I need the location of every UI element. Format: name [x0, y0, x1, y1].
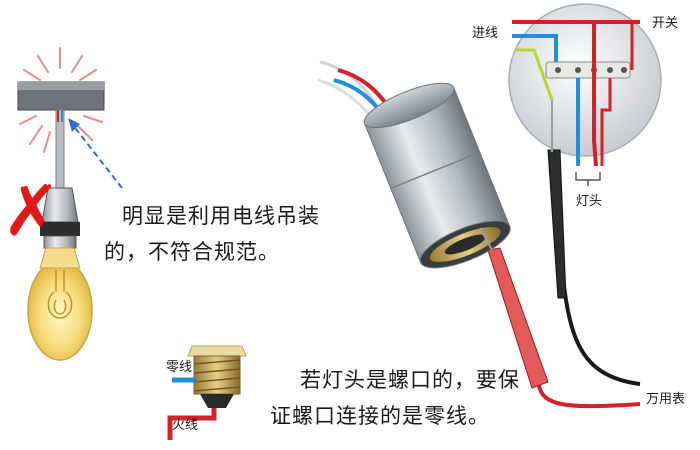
bulb-contact-cap: [200, 394, 234, 408]
caption-hanging-line1: 明显是利用电线吊装: [122, 204, 320, 228]
lamp-live-wire-2: [600, 78, 612, 166]
multimeter-probes: [479, 100, 641, 409]
label-neutral-line: 零线: [166, 360, 193, 375]
wrong-mark: ✗: [2, 170, 61, 252]
label-multimeter: 万用表: [646, 392, 686, 407]
red-probe-tip: [479, 227, 493, 251]
lamp-head-brace: [575, 172, 601, 186]
live-line-connector: [167, 408, 217, 440]
bulb-glass-top: [187, 345, 247, 357]
screw-threads: [193, 359, 241, 392]
bulb-filament: [47, 270, 73, 319]
ceiling-rose-highlight: [18, 82, 104, 90]
socket-inner: [444, 234, 486, 255]
screw-base-bulb: [167, 345, 247, 440]
label-switch: 开关: [652, 16, 679, 31]
black-probe-body: [547, 149, 567, 299]
label-incoming-line: 进线: [472, 26, 499, 41]
label-lamp-head: 灯头: [576, 194, 603, 209]
socket-wire-white-2: [317, 78, 374, 119]
screw-socket-illustration: [317, 60, 511, 269]
red-probe-body: [487, 247, 549, 389]
label-live-line: 火线: [172, 418, 199, 433]
caption-screw-line1: 若灯头是螺口的，要保: [300, 368, 520, 392]
caption-screw-line2: 证螺口连接的是零线。: [270, 404, 490, 428]
caption-hanging-line2: 的，不符合规范。: [104, 240, 280, 264]
lamp-live-wire: [592, 22, 598, 167]
switch-wiring-illustration: [508, 3, 662, 186]
holder-ring: [40, 222, 80, 236]
pointer-arrow-line: [71, 123, 123, 189]
terminal-block: [545, 61, 631, 79]
hanging-lamp-illustration: [17, 47, 123, 361]
light-bulb: [27, 259, 93, 361]
red-probe-lead: [536, 379, 641, 409]
bulb-neck: [39, 247, 81, 269]
ground-wire: [516, 48, 554, 101]
socket-seam: [390, 151, 481, 190]
pointer-arrow-head: [68, 118, 80, 132]
switch-plate: [508, 3, 662, 157]
incoming-neutral-wire: [512, 34, 558, 66]
warning-spark-lines: [19, 47, 103, 153]
socket-top: [363, 82, 455, 129]
